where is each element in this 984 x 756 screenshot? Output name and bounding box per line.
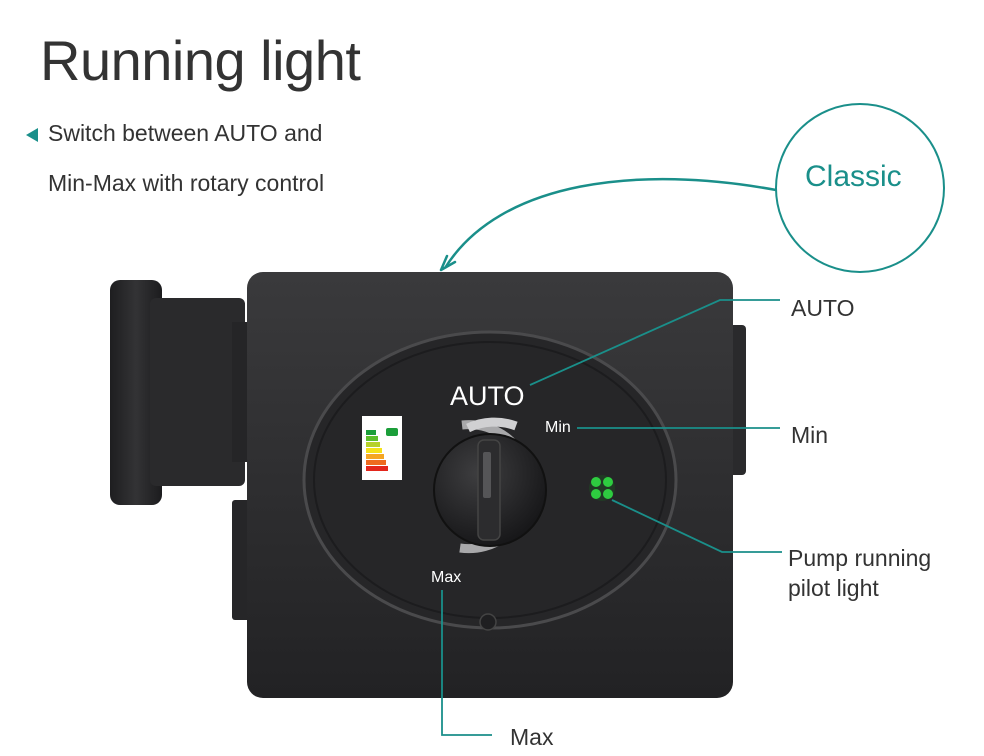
classic-badge-circle — [775, 103, 945, 273]
page-title: Running light — [40, 29, 361, 92]
callout-min: Min — [791, 422, 829, 448]
leader-pilot — [611, 499, 782, 553]
device-label-min: Min — [545, 419, 571, 436]
classic-badge-label: Classic — [805, 160, 902, 193]
callout-auto: AUTO — [791, 295, 855, 321]
bullet-arrow-icon — [26, 128, 38, 142]
pipe-connector — [110, 280, 252, 505]
classic-pointer-arrow — [443, 177, 777, 269]
bullet-text-line-1: Switch between AUTO and — [48, 120, 323, 146]
bullet-text-line-2: Min-Max with rotary control — [48, 170, 325, 196]
device-label-auto: AUTO — [450, 381, 525, 411]
callout-pilot-line-1: Pump running — [788, 545, 932, 571]
callout-pilot-line-2: pilot light — [788, 575, 879, 601]
callout-max: Max — [510, 724, 554, 750]
leader-max — [441, 590, 492, 736]
classic-pointer-arrowhead — [439, 254, 457, 272]
pilot-light-fan-icon — [589, 475, 615, 501]
device-label-max: Max — [431, 569, 461, 586]
energy-label-sticker — [362, 416, 402, 480]
leader-auto — [529, 299, 780, 386]
